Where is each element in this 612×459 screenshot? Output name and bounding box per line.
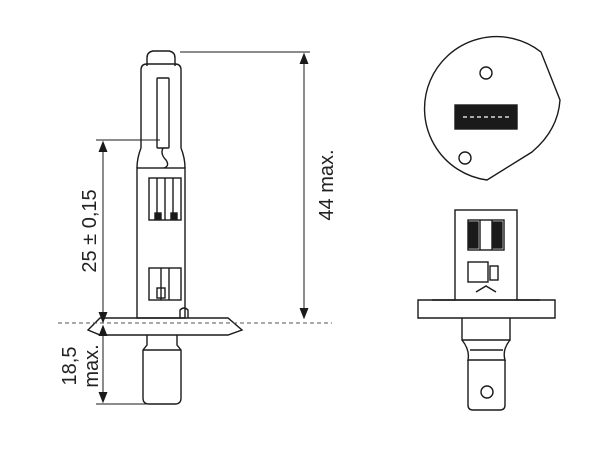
front-view [86,50,244,405]
side-view-pin-hole [480,385,494,399]
dimension-reference-distance [96,139,160,324]
dimension-overall-length [180,51,310,320]
side-view-flange [417,299,556,319]
end-view [423,35,561,181]
contact-pin [142,335,182,405]
base-length-suffix: max. [81,344,103,387]
lower-window [148,267,182,301]
end-view-outline [423,35,561,181]
reference-distance-label: 25 ± 0,15 [79,189,101,272]
glass-bulb [140,63,182,148]
dimension-base-length [96,324,150,405]
glass-tip [146,50,176,66]
filament-tube [156,77,170,149]
side-view [417,209,556,411]
mounting-flange [86,317,244,336]
filament-lead [161,147,169,169]
bulb-shoulder [136,147,186,169]
side-view-contact-pin [467,360,506,411]
end-view-hole-bottom [458,151,472,165]
base-length-value: 18,5 [59,347,81,386]
end-view-hole-top [479,66,493,80]
overall-length-label: 44 max. [316,149,338,220]
